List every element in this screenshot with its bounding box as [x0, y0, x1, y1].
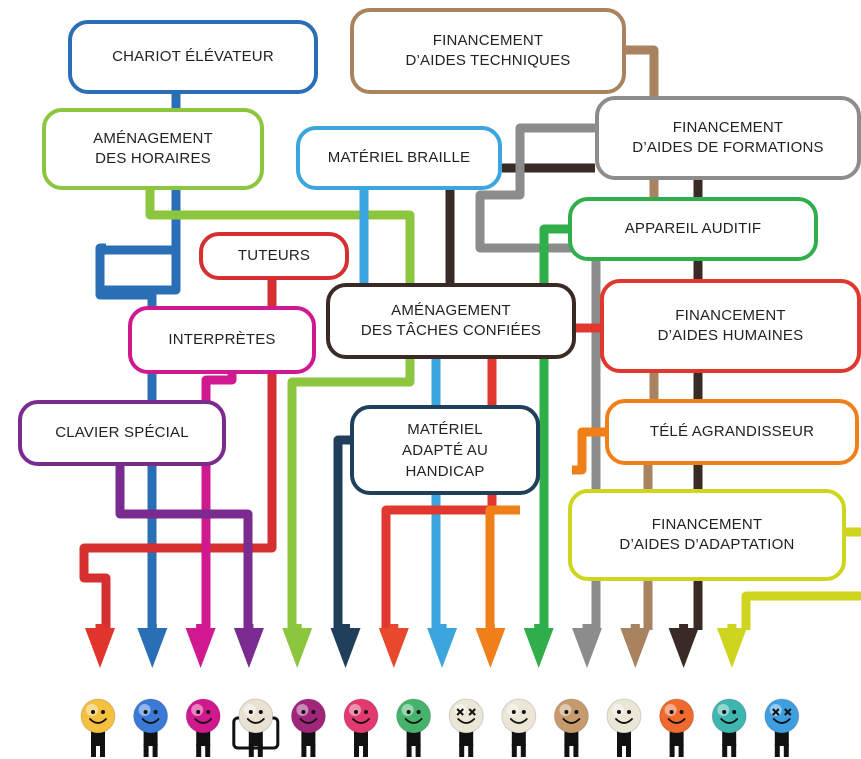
arrow-navy	[330, 628, 361, 668]
person-tan	[553, 698, 589, 757]
box-amenagement-horaires: AMÉNAGEMENT DES HORAIRES	[42, 108, 264, 190]
person-wheelchair	[232, 698, 280, 757]
arrow-gray	[572, 628, 602, 668]
box-amenagement-taches-confiees: AMÉNAGEMENT DES TÂCHES CONFIÉES	[326, 283, 576, 359]
connector-line-19	[539, 224, 568, 630]
box-chariot-elevateur: CHARIOT ÉLÉVATEUR	[68, 20, 318, 94]
connector-line-25	[115, 466, 253, 630]
box-tele-agrandisseur: TÉLÉ AGRANDISSEUR	[605, 399, 859, 465]
connector-line-24	[201, 374, 237, 630]
person-teal	[711, 698, 747, 757]
connector-line-30	[741, 591, 861, 630]
box-clavier-special: CLAVIER SPÉCIAL	[18, 400, 226, 466]
box-financement-aides-techniques: FINANCEMENT D’AIDES TECHNIQUES	[350, 8, 626, 94]
box-materiel-adapte-handicap: MATÉRIEL ADAPTÉ AU HANDICAP	[350, 405, 540, 495]
arrow-green-light	[282, 628, 313, 668]
box-materiel-braille: MATÉRIEL BRAILLE	[296, 126, 502, 190]
person-blue	[133, 698, 169, 757]
arrow-green	[523, 628, 554, 668]
box-financement-aides-formations: FINANCEMENT D’AIDES DE FORMATIONS	[595, 96, 861, 180]
arrow-purple	[233, 628, 264, 668]
connector-line-21	[79, 374, 277, 630]
person-crossed-eyes	[448, 698, 484, 757]
arrow-blue	[137, 628, 168, 668]
box-interpretes: INTERPRÈTES	[128, 306, 316, 374]
arrow-tan	[620, 628, 651, 668]
box-appareil-auditif: APPAREIL AUDITIF	[568, 197, 818, 261]
arrow-red	[85, 628, 115, 668]
arrow-magenta	[185, 628, 216, 668]
arrow-yellow-green	[716, 628, 747, 668]
person-pink	[343, 698, 379, 757]
arrow-dark-brown	[668, 628, 699, 668]
connector-line-27	[572, 427, 605, 475]
connector-line-26	[333, 435, 350, 630]
person-yellow	[80, 698, 116, 757]
arrow-cyan	[427, 628, 458, 668]
arrow-orange	[475, 628, 506, 668]
box-financement-aides-adaptation: FINANCEMENT D’AIDES D’ADAPTATION	[568, 489, 846, 581]
box-financement-aides-humaines: FINANCEMENT D’AIDES HUMAINES	[600, 279, 861, 373]
person-orange	[659, 698, 695, 757]
person-magenta-green	[185, 698, 221, 757]
person-cream	[501, 698, 537, 757]
connector-line-28	[485, 505, 520, 630]
person-purple	[290, 698, 326, 757]
person-green	[396, 698, 432, 757]
arrow-red-orange	[378, 628, 409, 668]
box-tuteurs: TUTEURS	[199, 232, 349, 280]
person-sky-blue	[764, 698, 800, 757]
person-beige	[606, 698, 642, 757]
connector-line-8	[626, 45, 659, 96]
